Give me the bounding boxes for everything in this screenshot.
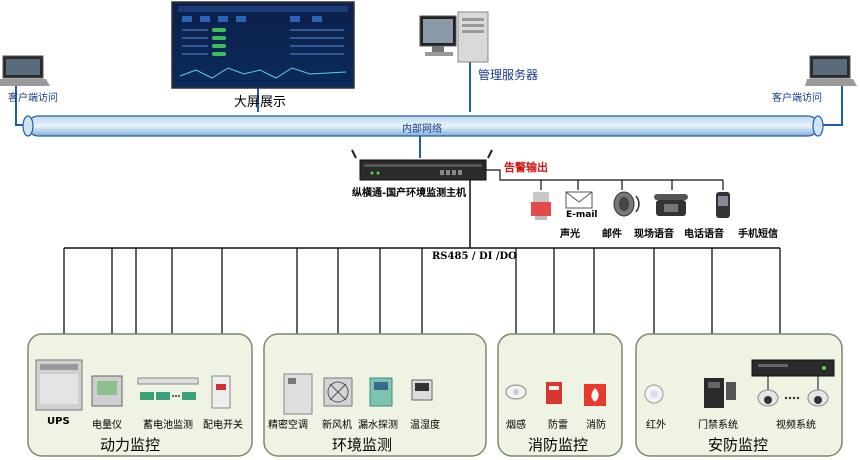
group-title-security: 安防监控 (708, 436, 769, 454)
device-leak-label: 漏水探测 (358, 420, 398, 431)
network-label: 内部网络 (402, 124, 442, 135)
strobe-siren-icon (531, 192, 551, 220)
email-icon (565, 191, 593, 209)
top-links (15, 60, 843, 126)
group-title-fire: 消防监控 (528, 436, 589, 454)
device-meter-label: 电量仪 (92, 420, 122, 431)
power-meter-icon (91, 375, 123, 407)
alarm-output-title: 告警输出 (504, 161, 548, 174)
alarm-links (486, 169, 724, 190)
breaker-switch-icon (211, 375, 231, 409)
group-title-environment: 环境监测 (332, 436, 393, 454)
fire-alarm-icon (584, 384, 606, 406)
speaker-icon (613, 191, 640, 217)
video-recorder-icon (751, 359, 835, 377)
smoke-detector-icon (505, 384, 527, 400)
alarm-output-onsite-voice: 现场语音 (634, 229, 674, 240)
link-client-right (818, 82, 843, 126)
big-screen-icon (171, 1, 355, 89)
alarm-output-sms: 手机短信 (738, 229, 778, 240)
device-ups-label: UPS (47, 416, 70, 427)
temperature-humidity-icon (411, 379, 433, 401)
host-label: 纵横通-国产环境监测主机 (352, 188, 467, 199)
client-left-label: 客户端访问 (8, 93, 58, 104)
water-leak-detector-icon (369, 377, 393, 407)
big-screen-label: 大屏展示 (234, 95, 287, 110)
fresh-air-fan-icon (323, 377, 353, 407)
device-video-label: 视频系统 (776, 420, 816, 431)
mobile-phone-icon (716, 192, 730, 218)
device-infrared-label: 红外 (646, 420, 666, 431)
device-access-label: 门禁系统 (698, 420, 738, 431)
network-pipe (22, 115, 824, 137)
device-smoke-label: 烟感 (506, 420, 526, 431)
device-breaker-label: 配电开关 (203, 420, 243, 431)
device-fan-label: 新风机 (322, 420, 352, 431)
device-ac-label: 精密空调 (268, 420, 308, 431)
battery-monitor-icon (137, 377, 199, 400)
client-right-label: 客户端访问 (772, 93, 822, 104)
telephone-icon (654, 194, 688, 216)
alarm-output-email: 邮件 (602, 229, 622, 240)
device-fire-label: 消防 (586, 420, 606, 431)
ups-icon (35, 359, 83, 411)
laptop-left-icon (0, 55, 50, 86)
access-control-icon (704, 378, 736, 408)
device-th-label: 温湿度 (410, 420, 440, 431)
server-icon (419, 11, 489, 63)
device-battery-label: 蓄电池监测 (143, 420, 193, 431)
device-surge-label: 防雷 (548, 420, 568, 431)
laptop-right-icon (805, 55, 857, 86)
email-icon-text: E-mail (566, 210, 598, 220)
alarm-output-phone-voice: 电话语音 (684, 229, 724, 240)
infrared-sensor-icon (644, 384, 664, 404)
monitor-host-icon (351, 149, 493, 181)
dome-camera-icon (757, 389, 829, 407)
surge-protector-icon (546, 382, 562, 404)
alarm-output-sound-light: 声光 (560, 229, 580, 240)
bus-label: RS485 / DI /DO (432, 251, 517, 262)
precision-ac-icon (283, 373, 313, 415)
camera-icons (767, 376, 819, 390)
group-title-power: 动力监控 (100, 436, 161, 454)
server-label: 管理服务器 (478, 68, 539, 82)
